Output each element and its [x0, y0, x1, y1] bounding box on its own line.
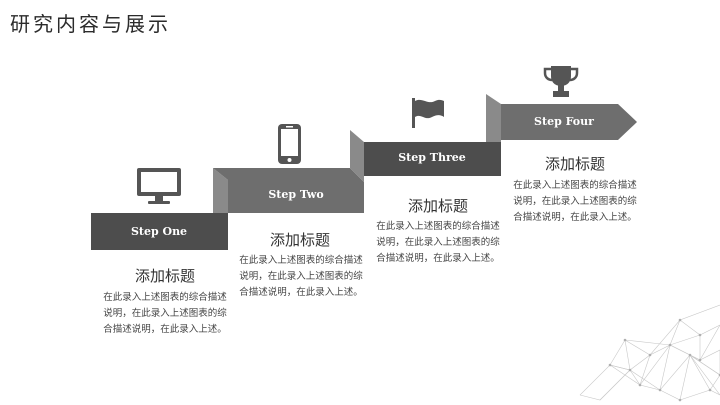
- step-four-description: 在此录入上述图表的综合描述说明，在此录入上述图表的综合描述说明，在此录入上述。: [513, 180, 637, 223]
- step-four-heading: 添加标题: [544, 155, 605, 173]
- step-three-fold: [486, 94, 501, 142]
- step-one-fold: [213, 168, 228, 213]
- network-decoration: [579, 304, 720, 402]
- step-two-description: 在此录入上述图表的综合描述说明，在此录入上述图表的综合描述说明，在此录入上述。: [239, 255, 363, 298]
- step-one-description: 在此录入上述图表的综合描述说明，在此录入上述图表的综合描述说明，在此录入上述。: [103, 292, 227, 335]
- step-one-band: [91, 213, 228, 250]
- smartphone-icon: [278, 124, 301, 164]
- step-one-heading: 添加标题: [134, 267, 195, 285]
- monitor-icon: [137, 168, 181, 204]
- step-four-label: Step Four: [534, 115, 594, 128]
- step-three-description: 在此录入上述图表的综合描述说明，在此录入上述图表的综合描述说明，在此录入上述。: [376, 221, 500, 264]
- step-three-heading: 添加标题: [407, 197, 468, 215]
- step-two-label: Step Two: [268, 188, 324, 201]
- step-two-heading: 添加标题: [269, 231, 330, 249]
- page-title: 研究内容与展示: [10, 12, 171, 36]
- step-one-label: Step One: [130, 225, 188, 238]
- trophy-icon: [543, 66, 579, 97]
- step-three-band: [364, 142, 501, 176]
- step-two-face: [228, 180, 364, 213]
- step-four-arrow: [501, 104, 637, 140]
- step-three-label: Step Three: [398, 151, 466, 164]
- flag-icon: [412, 98, 444, 128]
- step-two-fold: [350, 130, 364, 182]
